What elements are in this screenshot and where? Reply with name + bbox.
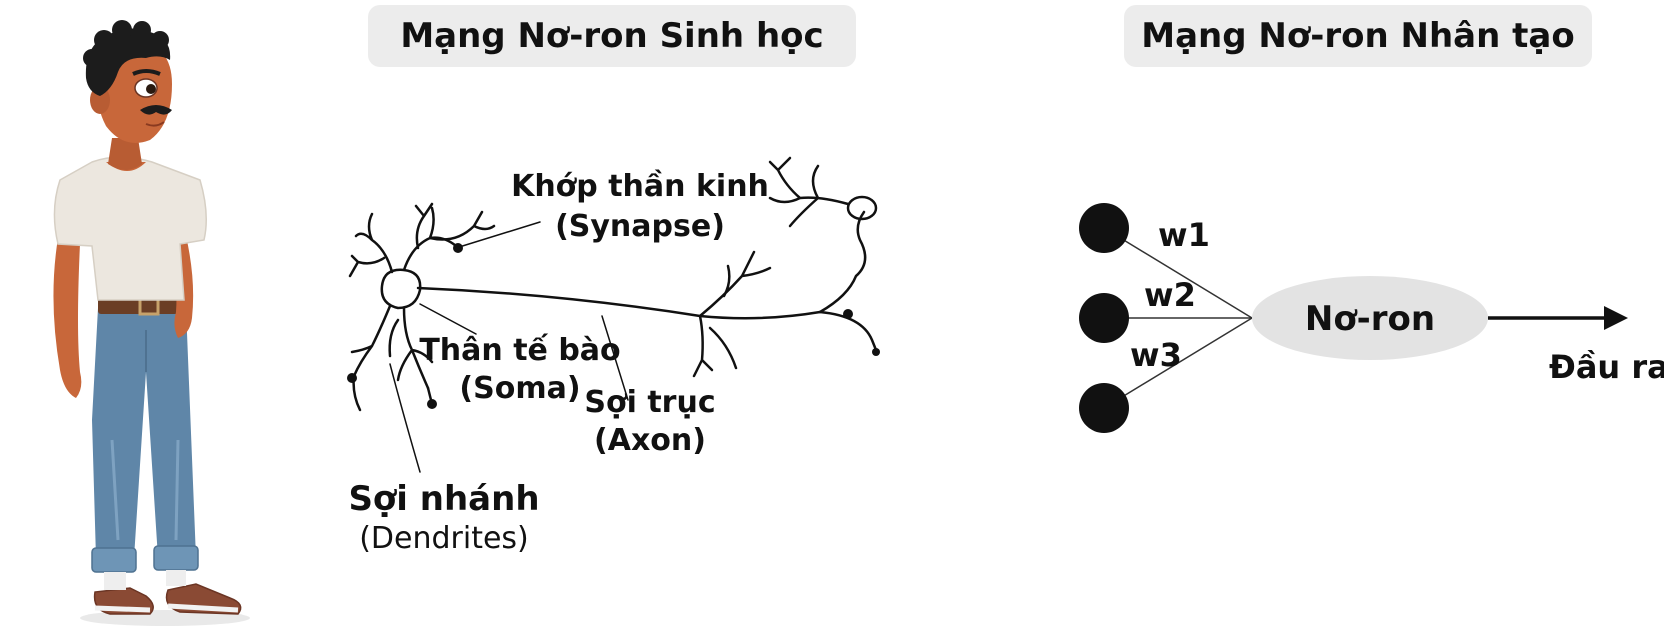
synapse-label-vi: Khớp thần kinh xyxy=(511,169,769,204)
input-node-3 xyxy=(1079,383,1129,433)
dendrites-label-en: (Dendrites) xyxy=(359,521,529,556)
neuron-node xyxy=(1252,276,1488,360)
input-node-2 xyxy=(1079,293,1129,343)
weight-label-1: w1 xyxy=(1158,216,1210,254)
input-connection-3 xyxy=(1103,317,1253,409)
weight-label-3: w3 xyxy=(1130,336,1182,374)
artificial-neuron-drawing xyxy=(1079,203,1628,433)
output-label: Đầu ra xyxy=(1549,348,1664,386)
input-connection-1 xyxy=(1103,227,1253,319)
soma-label-en: (Soma) xyxy=(459,371,580,406)
cartoon-man-illustration xyxy=(53,20,250,626)
soma-shape xyxy=(380,268,422,310)
soma-label-vi: Thân tế bào xyxy=(419,333,620,368)
neuron-label: Nơ-ron xyxy=(1305,299,1435,339)
weight-label-2: w2 xyxy=(1144,276,1196,314)
artificial-panel-title: Mạng Nơ-ron Nhân tạo xyxy=(1124,5,1592,67)
input-node-1 xyxy=(1079,203,1129,253)
axon-line xyxy=(416,286,822,320)
synapse-label-en: (Synapse) xyxy=(555,209,725,244)
output-arrowhead xyxy=(1604,306,1628,330)
axon-label-en: (Axon) xyxy=(594,423,706,458)
axon-label-vi: Sợi trục xyxy=(584,385,715,420)
dendrites-label-vi: Sợi nhánh xyxy=(348,479,539,519)
biological-neuron-drawing xyxy=(347,156,880,473)
bio-panel-title: Mạng Nơ-ron Sinh học xyxy=(368,5,856,67)
